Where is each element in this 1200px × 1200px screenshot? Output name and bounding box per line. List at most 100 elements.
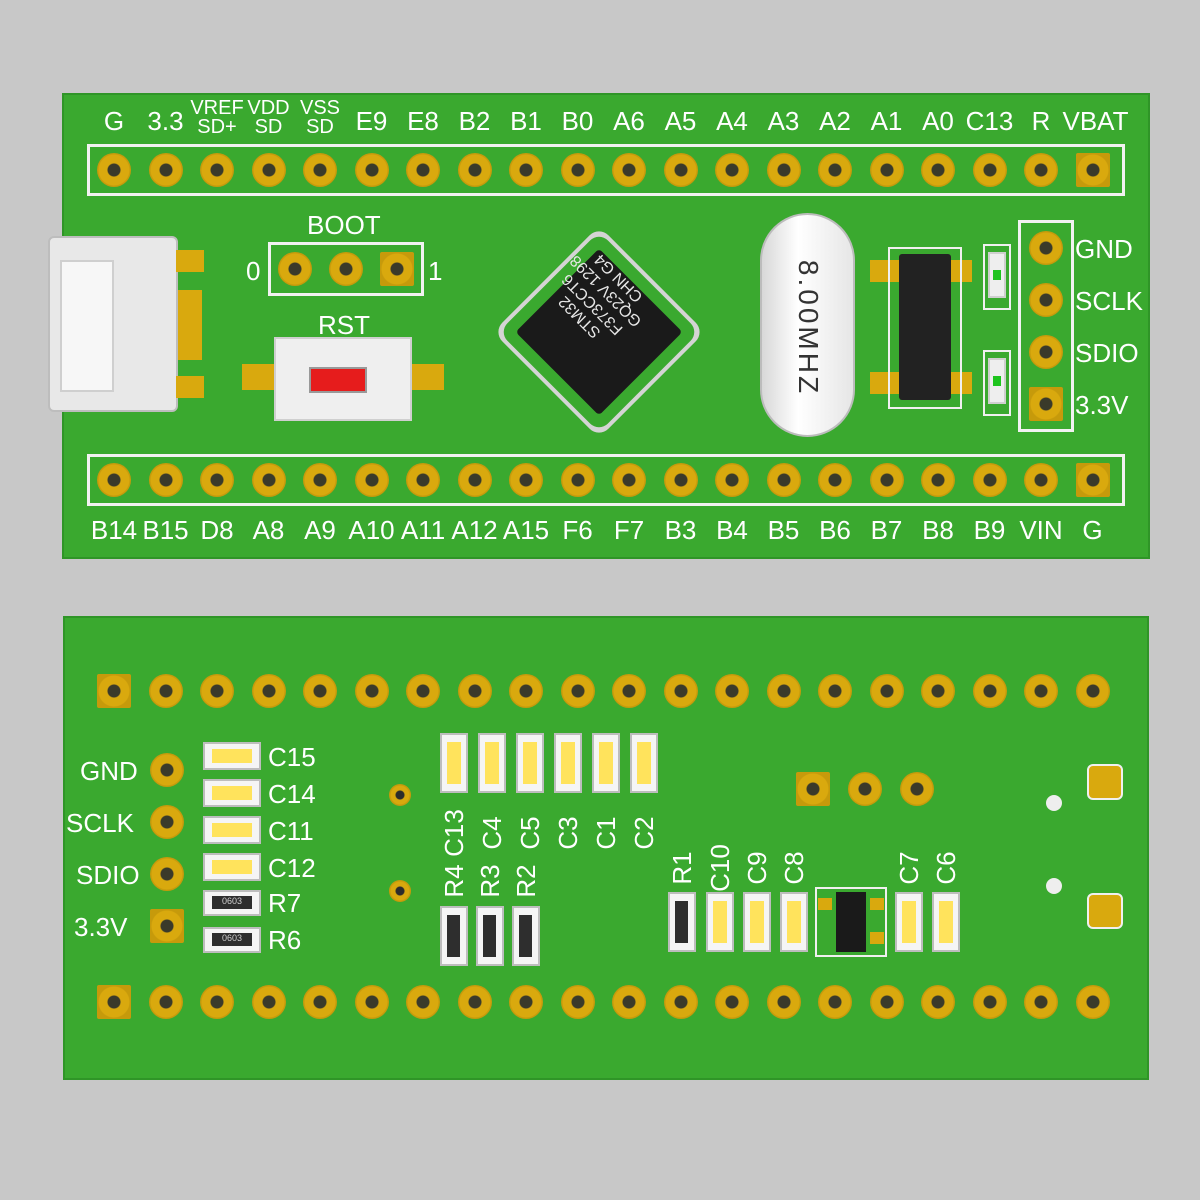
header-pin-a12[interactable] (457, 463, 492, 497)
header-pin-a5[interactable] (663, 153, 698, 187)
header-pin-g[interactable] (1075, 463, 1110, 497)
bottom-view-pin[interactable] (200, 985, 234, 1019)
swd-pin-sdio[interactable] (1029, 335, 1063, 369)
capacitor-body (561, 742, 575, 784)
header-pin-d8[interactable] (200, 463, 234, 497)
header-pin-b8[interactable] (921, 463, 955, 497)
bottom-view-pin[interactable] (148, 985, 183, 1019)
bottom-view-pin[interactable] (97, 674, 131, 708)
header-pin-b1[interactable] (509, 153, 543, 187)
header-pin-e9[interactable] (354, 153, 389, 187)
bottom-view-pin[interactable] (406, 674, 440, 708)
header-pin-vref-sd+[interactable] (200, 153, 234, 187)
bottom-view-pin[interactable] (1024, 985, 1058, 1019)
header-pin-a6[interactable] (612, 153, 646, 187)
bottom-swd-pin[interactable] (150, 805, 184, 839)
header-pin-vbat[interactable] (1075, 153, 1110, 187)
header-pin-a11[interactable] (406, 463, 440, 497)
bottom-view-pin[interactable] (457, 985, 492, 1019)
header-pin-3.3[interactable] (148, 153, 183, 187)
bottom-view-pin[interactable] (509, 985, 543, 1019)
header-pin-f7[interactable] (612, 463, 646, 497)
bottom-view-pin[interactable] (715, 674, 749, 708)
bottom-view-pin[interactable] (200, 674, 234, 708)
header-pin-g[interactable] (97, 153, 131, 187)
bottom-view-pin[interactable] (354, 674, 389, 708)
header-pin-vss-sd[interactable] (303, 153, 337, 187)
swd-pin-sclk[interactable] (1029, 283, 1063, 317)
boot-pin-1[interactable] (380, 252, 414, 286)
header-pin-a1[interactable] (869, 153, 904, 187)
usb-pad (178, 290, 202, 360)
header-pin-b15[interactable] (148, 463, 183, 497)
reset-button-cap[interactable] (309, 367, 367, 393)
header-pin-b0[interactable] (560, 153, 595, 187)
bottom-view-pin[interactable] (1075, 985, 1110, 1019)
header-pin-b4[interactable] (715, 463, 749, 497)
bottom-view-pin[interactable] (818, 674, 852, 708)
bottom-view-pin[interactable] (560, 674, 595, 708)
swd-pin-3v3[interactable] (1029, 387, 1063, 421)
bottom-view-pin[interactable] (972, 674, 1007, 708)
bottom-view-pin[interactable] (869, 985, 904, 1019)
header-pin-b14[interactable] (97, 463, 131, 497)
boot-pin-mid[interactable] (329, 252, 363, 286)
bottom-view-pin[interactable] (97, 985, 131, 1019)
bottom-view-pin[interactable] (612, 985, 646, 1019)
bottom-view-pin[interactable] (406, 985, 440, 1019)
header-pin-a10[interactable] (354, 463, 389, 497)
header-pin-c13[interactable] (972, 153, 1007, 187)
bottom-view-pin[interactable] (869, 674, 904, 708)
bottom-view-pin[interactable] (148, 674, 183, 708)
bottom-view-pin[interactable] (251, 985, 286, 1019)
header-pin-b6[interactable] (818, 463, 852, 497)
bottom-view-pin[interactable] (1075, 674, 1110, 708)
header-pin-vin[interactable] (1024, 463, 1058, 497)
bottom-view-pin[interactable] (818, 985, 852, 1019)
bottom-view-pin[interactable] (921, 985, 955, 1019)
header-pin-r[interactable] (1024, 153, 1058, 187)
header-pin-vdd-sd[interactable] (251, 153, 286, 187)
header-pin-b2[interactable] (457, 153, 492, 187)
bottom-view-pin[interactable] (663, 985, 698, 1019)
bottom-view-pin[interactable] (457, 674, 492, 708)
header-pin-f6[interactable] (560, 463, 595, 497)
header-pin-b5[interactable] (766, 463, 801, 497)
bottom-view-pin[interactable] (972, 985, 1007, 1019)
header-pin-a2[interactable] (818, 153, 852, 187)
bottom-swd-pin[interactable] (150, 909, 184, 943)
bottom-view-pin[interactable] (509, 674, 543, 708)
bottom-view-pin[interactable] (1024, 674, 1058, 708)
header-pin-a15[interactable] (509, 463, 543, 497)
header-pin-a0[interactable] (921, 153, 955, 187)
capacitor-label: C5 (515, 816, 545, 850)
bottom-view-pin[interactable] (612, 674, 646, 708)
header-pin-b3[interactable] (663, 463, 698, 497)
bottom-view-pin[interactable] (766, 674, 801, 708)
header-pin-a3[interactable] (766, 153, 801, 187)
header-pin-a4[interactable] (715, 153, 749, 187)
header-pin-b9[interactable] (972, 463, 1007, 497)
header-pin-a9[interactable] (303, 463, 337, 497)
bottom-swd-pin[interactable] (150, 857, 184, 891)
bottom-view-pin[interactable] (715, 985, 749, 1019)
swd-pin-gnd[interactable] (1029, 231, 1063, 265)
bottom-view-pin[interactable] (663, 674, 698, 708)
bottom-swd-pin[interactable] (150, 753, 184, 787)
boot-pin-0[interactable] (278, 252, 312, 286)
reset-button[interactable] (274, 337, 412, 421)
bottom-view-pin[interactable] (303, 985, 337, 1019)
header-pin-e8[interactable] (406, 153, 440, 187)
pin-label: B6 (819, 515, 851, 545)
header-pin-b7[interactable] (869, 463, 904, 497)
bottom-view-pin[interactable] (560, 985, 595, 1019)
capacitor-label: C4 (477, 816, 507, 850)
bottom-view-pin[interactable] (921, 674, 955, 708)
header-pin-a8[interactable] (251, 463, 286, 497)
bottom-view-pin[interactable] (303, 674, 337, 708)
regulator-outline (888, 247, 962, 409)
bottom-view-pin[interactable] (354, 985, 389, 1019)
bottom-view-pin[interactable] (766, 985, 801, 1019)
bottom-view-pin[interactable] (251, 674, 286, 708)
rst-label: RST (318, 310, 370, 340)
